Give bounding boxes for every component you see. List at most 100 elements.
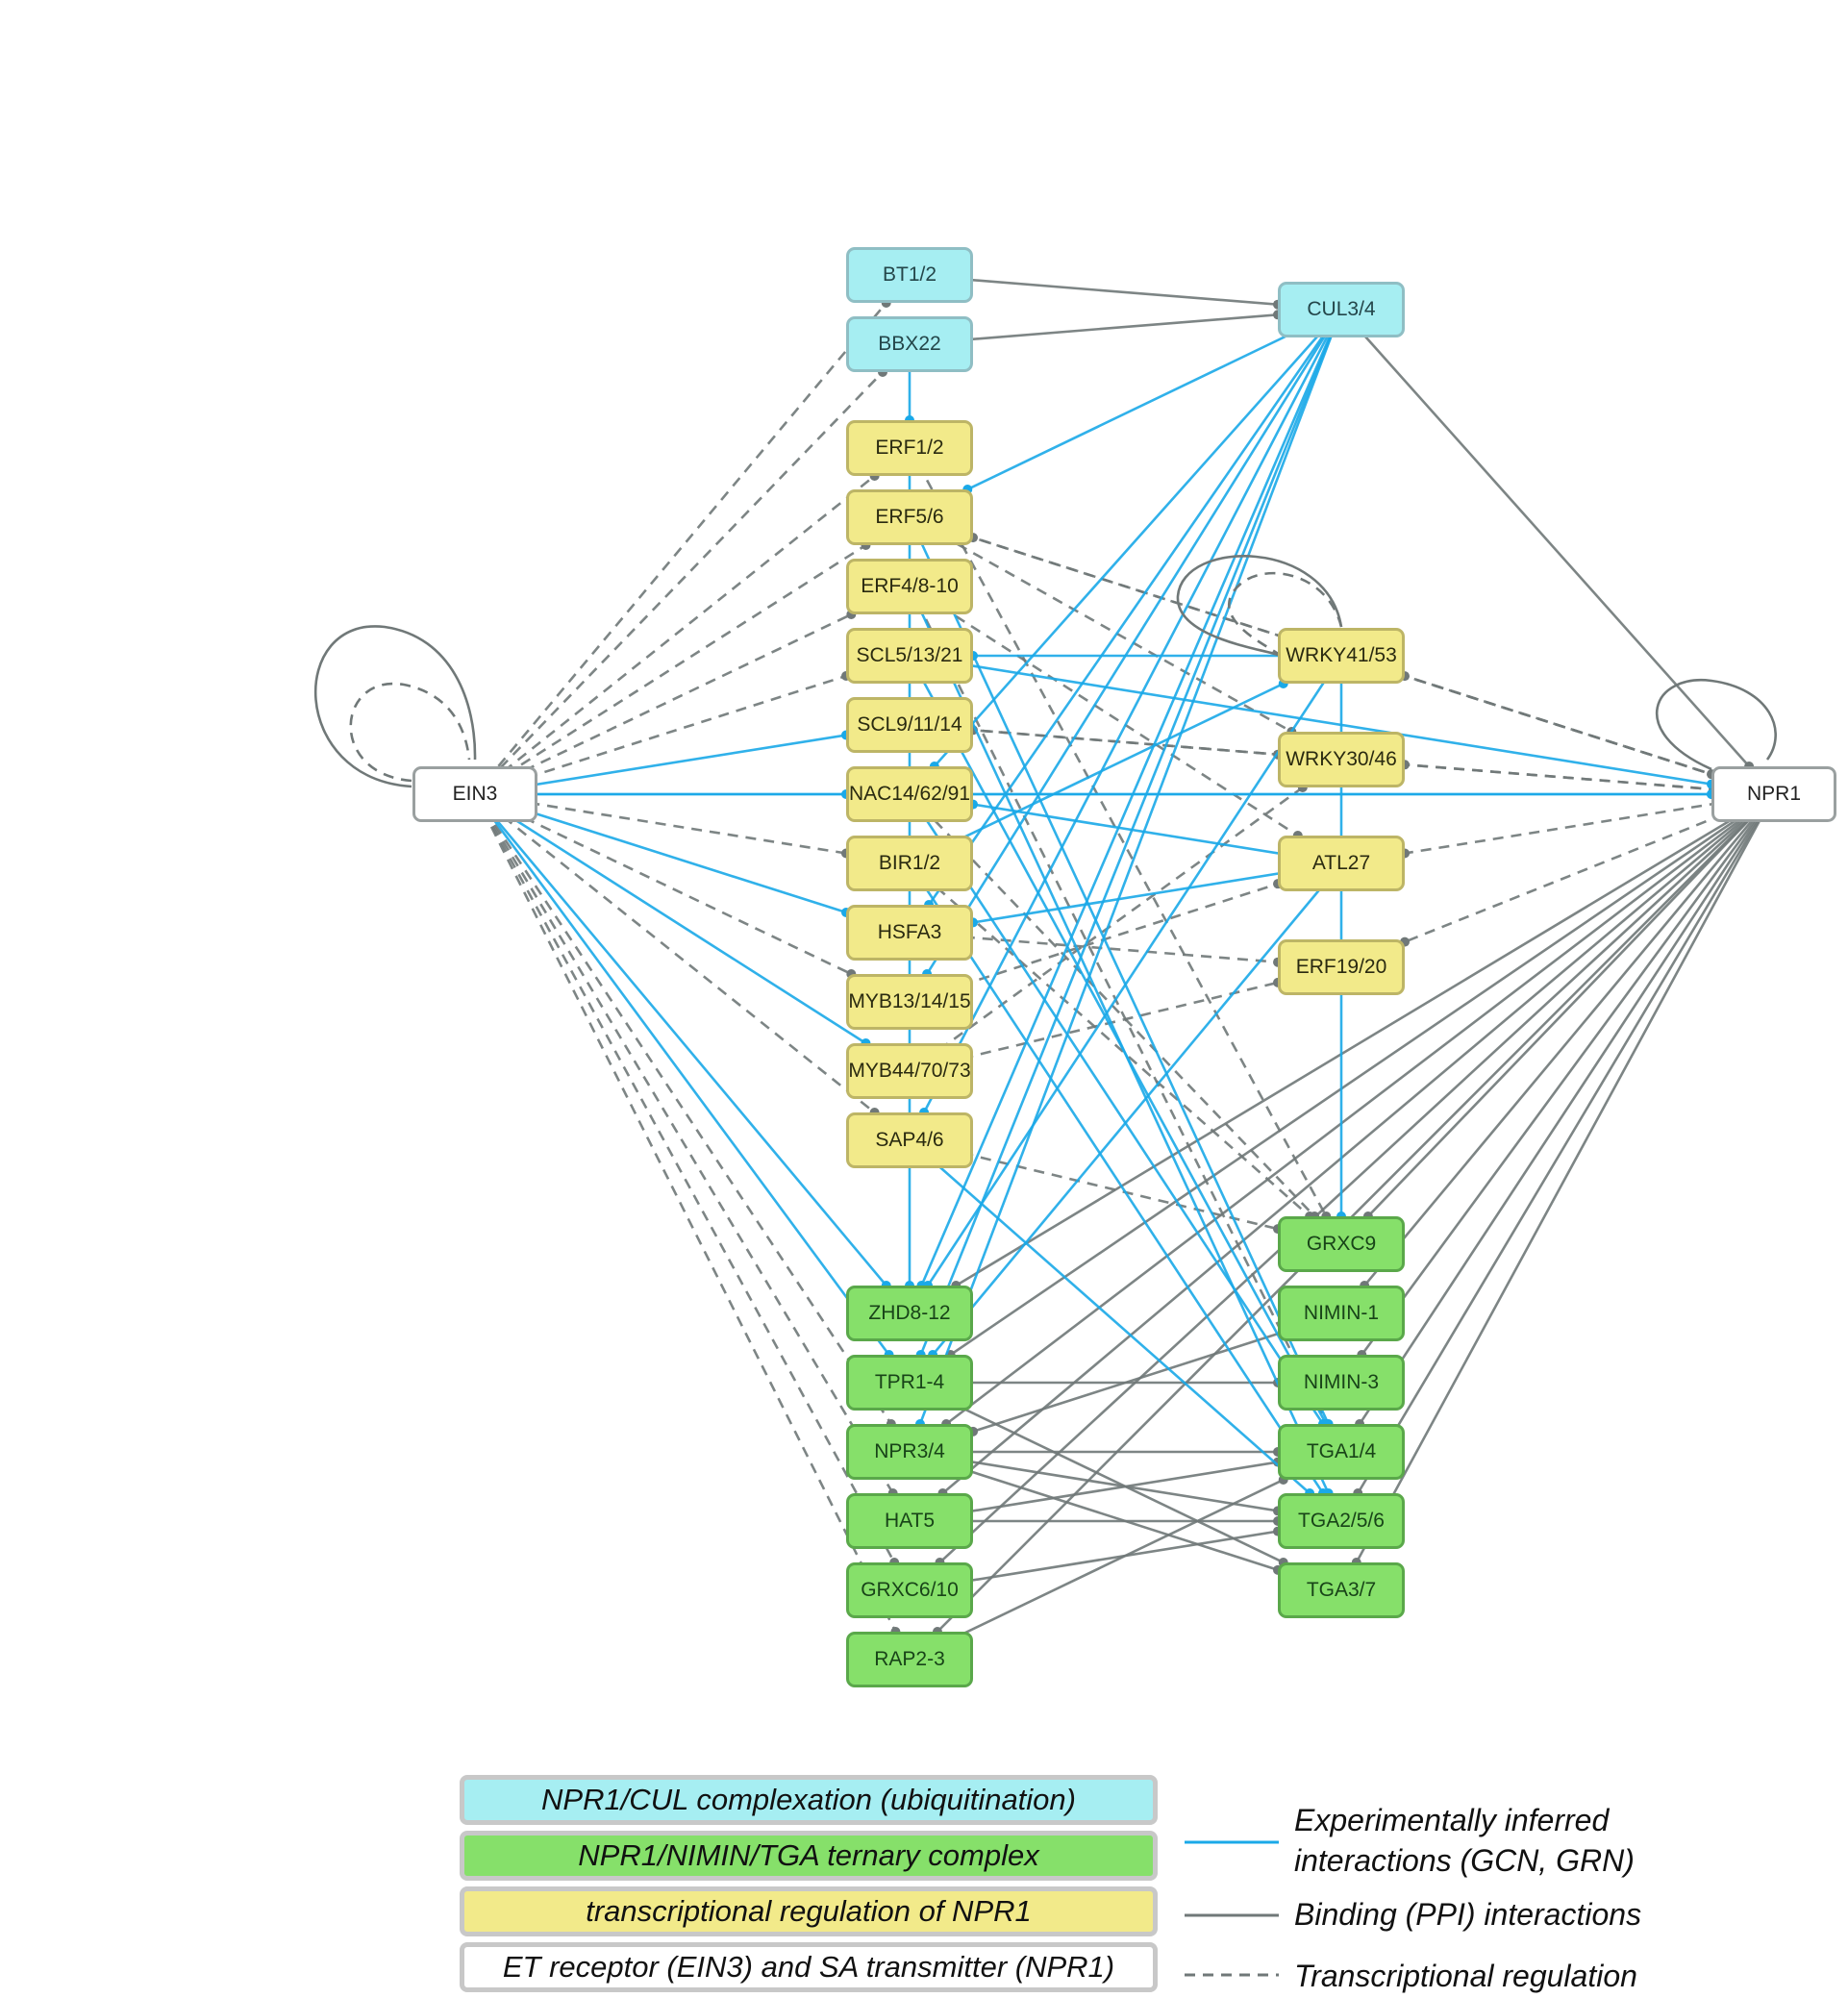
edge-binding-bbx22-cul3-4 bbox=[909, 308, 1342, 346]
node-hsfa3: HSFA3 bbox=[846, 905, 973, 961]
self-loop-ein3-binding bbox=[314, 625, 477, 788]
edge-binding-cul3-4-npr1 bbox=[1340, 309, 1775, 795]
node-wrky30-46: WRKY30/46 bbox=[1278, 732, 1405, 787]
edge-binding-bt1-2-cul3-4 bbox=[909, 273, 1342, 312]
node-zhd8-12: ZHD8-12 bbox=[846, 1286, 973, 1341]
edge-transcriptional-ein3-sap4-6 bbox=[474, 792, 911, 1142]
edge-experimental-sap4-6-tga2-5-6 bbox=[909, 1139, 1342, 1522]
node-myb44-70-73: MYB44/70/73 bbox=[846, 1043, 973, 1099]
edge-transcriptional-ein3-npr3-4 bbox=[473, 793, 912, 1453]
edge-experimental-ein3-tpr1-4 bbox=[473, 793, 912, 1384]
edge-experimental-bir1-2-tga2-5-6 bbox=[908, 862, 1343, 1522]
node-nimin-1: NIMIN-1 bbox=[1278, 1286, 1405, 1341]
edge-experimental-scl5-13-21-tga1-4 bbox=[908, 655, 1343, 1453]
node-atl27: ATL27 bbox=[1278, 836, 1405, 891]
edge-experimental-ein3-scl9-11-14 bbox=[474, 723, 911, 796]
node-erf4-8-10: ERF4/8-10 bbox=[846, 559, 973, 614]
edge-binding-npr1-nimin-3 bbox=[1339, 793, 1776, 1384]
edge-experimental-cul3-4-hsfa3 bbox=[908, 309, 1343, 934]
edge-transcriptional-bir1-2-grxc9 bbox=[909, 862, 1342, 1245]
edge-experimental-cul3-4-erf5-6 bbox=[909, 308, 1342, 519]
legend-transcriptional: transcriptional regulation of NPR1 bbox=[460, 1886, 1158, 1936]
edge-transcriptional-ein3-erf1-2 bbox=[474, 446, 911, 796]
edge-binding-nimin-1-npr3-4 bbox=[909, 1311, 1342, 1454]
legend-transcriptional-label: transcriptional regulation of NPR1 bbox=[586, 1894, 1032, 1928]
edge-binding-npr1-tga1-4 bbox=[1339, 793, 1776, 1453]
node-npr3-4: NPR3/4 bbox=[846, 1424, 973, 1480]
node-sap4-6: SAP4/6 bbox=[846, 1112, 973, 1168]
edge-experimental-cul3-4-nac14-62-91 bbox=[909, 309, 1342, 795]
node-tpr1-4: TPR1-4 bbox=[846, 1355, 973, 1411]
self-loop-npr1-binding bbox=[1655, 678, 1777, 771]
node-erf19-20: ERF19/20 bbox=[1278, 939, 1405, 995]
edge-experimental-nac14-62-91-tga1-4 bbox=[908, 793, 1343, 1453]
node-hat5: HAT5 bbox=[846, 1493, 973, 1549]
legend-receptor: ET receptor (EIN3) and SA transmitter (N… bbox=[460, 1942, 1158, 1992]
edge-experimental-ein3-hsfa3 bbox=[474, 792, 911, 935]
edge-transcriptional-ein3-bt1-2 bbox=[474, 274, 911, 795]
edge-binding-tpr1-4-tga3-7 bbox=[909, 1381, 1342, 1592]
edge-transcriptional-ein3-grxc6-10 bbox=[473, 793, 912, 1591]
edge-binding-npr1-tga3-7 bbox=[1339, 793, 1776, 1591]
node-wrky41-53: WRKY41/53 bbox=[1278, 628, 1405, 684]
legend-experimental-line2: interactions (GCN, GRN) bbox=[1294, 1843, 1635, 1878]
edge-transcriptional-ein3-bir1-2 bbox=[474, 792, 911, 865]
node-grxc6-10: GRXC6/10 bbox=[846, 1562, 973, 1618]
edge-transcriptional-myb13-14-15-atl27 bbox=[909, 862, 1342, 1004]
legend-ubiquitination-label: NPR1/CUL complexation (ubiquitination) bbox=[541, 1783, 1076, 1816]
edge-experimental-cul3-4-npr3-4 bbox=[908, 309, 1343, 1453]
legend-transcriptional-line-label: Transcriptional regulation bbox=[1294, 1959, 1637, 1993]
node-rap2-3: RAP2-3 bbox=[846, 1632, 973, 1687]
node-erf1-2: ERF1/2 bbox=[846, 420, 973, 476]
node-tga1-4: TGA1/4 bbox=[1278, 1424, 1405, 1480]
node-nimin-3: NIMIN-3 bbox=[1278, 1355, 1405, 1411]
legend-ternary: NPR1/NIMIN/TGA ternary complex bbox=[460, 1831, 1158, 1881]
node-myb13-14-15: MYB13/14/15 bbox=[846, 974, 973, 1030]
legend-binding-label: Binding (PPI) interactions bbox=[1294, 1897, 1642, 1932]
node-grxc9: GRXC9 bbox=[1278, 1216, 1405, 1272]
legend-line-samples bbox=[1185, 1840, 1279, 1977]
legend-experimental-line1: Experimentally inferred bbox=[1294, 1803, 1610, 1837]
edge-transcriptional-erf5-6-wrky30-46 bbox=[909, 515, 1342, 762]
edge-binding-npr1-grxc9 bbox=[1340, 793, 1775, 1245]
node-nac14-62-91: NAC14/62/91 bbox=[846, 766, 973, 822]
legend-ubiquitination: NPR1/CUL complexation (ubiquitination) bbox=[460, 1775, 1158, 1825]
edge-binding-npr1-tga2-5-6 bbox=[1339, 793, 1776, 1522]
edge-experimental-cul3-4-zhd8-12 bbox=[908, 309, 1343, 1314]
edge-experimental-atl27-hsfa3 bbox=[909, 862, 1342, 935]
edge-transcriptional-myb44-70-73-wrky30-46 bbox=[909, 758, 1342, 1073]
legend-receptor-label: ET receptor (EIN3) and SA transmitter (N… bbox=[502, 1950, 1115, 1984]
self-loop-wrky41-binding bbox=[1176, 555, 1343, 658]
edge-experimental-cul3-4-sap4-6 bbox=[908, 309, 1343, 1141]
edge-transcriptional-ein3-myb13-14-15 bbox=[474, 792, 911, 1004]
node-scl9-11-14: SCL9/11/14 bbox=[846, 697, 973, 753]
edge-experimental-atl27-nac14-62-91 bbox=[909, 792, 1342, 865]
edge-transcriptional-erf1-2-grxc9 bbox=[908, 447, 1343, 1245]
legend-experimental-label: Experimentally inferred interactions (GC… bbox=[1294, 1800, 1635, 1881]
self-loops-layer bbox=[314, 555, 1777, 788]
node-cul3-4: CUL3/4 bbox=[1278, 282, 1405, 337]
edge-transcriptional-erf4-8-10-tga1-4 bbox=[908, 586, 1343, 1453]
edge-transcriptional-erf5-6-npr1 bbox=[909, 515, 1775, 796]
edge-transcriptional-ein3-scl5-13-21 bbox=[474, 654, 911, 796]
edge-transcriptional-ein3-bbx22 bbox=[474, 343, 911, 795]
edges-layer bbox=[473, 273, 1776, 1661]
edge-binding-rap2-3-tga1-4 bbox=[909, 1450, 1342, 1661]
node-npr1: NPR1 bbox=[1711, 766, 1836, 822]
node-bir1-2: BIR1/2 bbox=[846, 836, 973, 891]
edge-experimental-ein3-zhd8-12 bbox=[474, 793, 911, 1314]
node-erf5-6: ERF5/6 bbox=[846, 489, 973, 545]
edge-transcriptional-ein3-erf5-6 bbox=[474, 515, 911, 796]
self-loop-wrky41-transcriptional bbox=[1227, 571, 1343, 658]
self-loop-ein3-transcriptional bbox=[349, 682, 471, 783]
edge-transcriptional-ein3-erf4-8-10 bbox=[474, 585, 911, 796]
node-ein3: EIN3 bbox=[412, 766, 537, 822]
node-tga3-7: TGA3/7 bbox=[1278, 1562, 1405, 1618]
edge-experimental-bir1-2-wrky41-53 bbox=[909, 654, 1342, 865]
node-tga2-5-6: TGA2/5/6 bbox=[1278, 1493, 1405, 1549]
edge-binding-npr1-nimin-1 bbox=[1340, 793, 1775, 1314]
edge-transcriptional-npr1-erf19-20 bbox=[1340, 792, 1775, 969]
node-bbx22: BBX22 bbox=[846, 316, 973, 372]
node-scl5-13-21: SCL5/13/21 bbox=[846, 628, 973, 684]
